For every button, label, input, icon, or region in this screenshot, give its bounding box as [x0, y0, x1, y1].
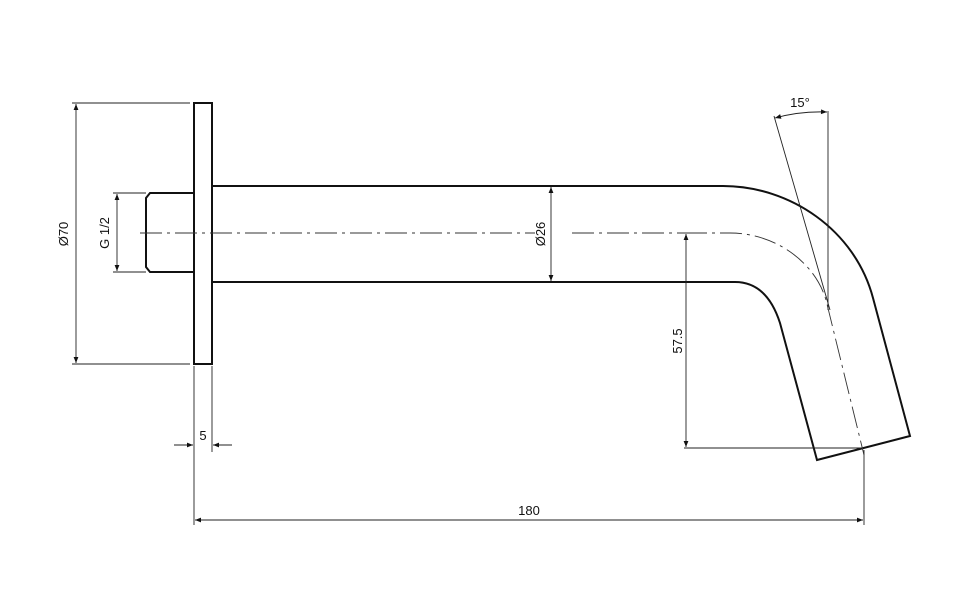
dimension-projection: 180	[195, 450, 865, 525]
outlet-height-label: 57.5	[670, 328, 685, 353]
flange-diameter-label: Ø70	[56, 222, 71, 247]
dimension-flange-diameter: Ø70	[56, 102, 190, 365]
outlet-angle-label: 15°	[790, 95, 810, 110]
centerlines	[140, 232, 865, 456]
spout-tube	[212, 185, 912, 462]
tube-diameter-label: Ø26	[533, 222, 548, 247]
flange-thickness-label: 5	[199, 428, 206, 443]
thread-label: G 1/2	[97, 217, 112, 249]
spout-outline	[145, 102, 912, 462]
centerline-bend	[685, 232, 865, 456]
dimension-flange-thickness: 5	[174, 366, 232, 525]
dimension-thread: G 1/2	[97, 192, 146, 273]
wall-flange	[193, 102, 213, 365]
dimension-outlet-angle: 15°	[773, 95, 831, 311]
projection-label: 180	[518, 503, 540, 518]
dimension-tube-diameter: Ø26	[533, 187, 554, 281]
dimension-outlet-height: 57.5	[670, 234, 862, 449]
threaded-connector	[145, 192, 194, 273]
